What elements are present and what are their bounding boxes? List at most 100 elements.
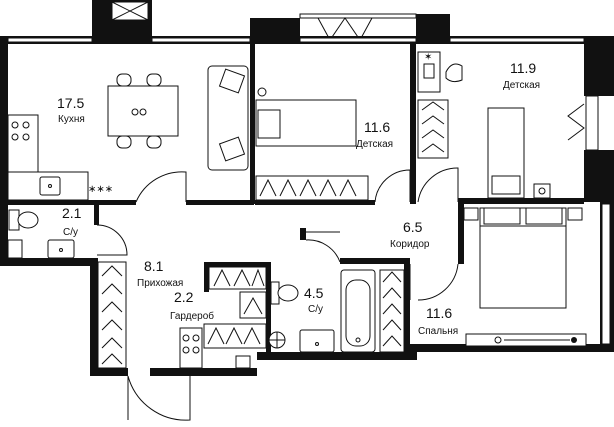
- star-icon: ✶: [424, 52, 432, 63]
- windows: [7, 1, 611, 345]
- window-icon: [601, 203, 611, 345]
- room-labels: 17.5 Кухня 11.6 Детская 11.9 Детская 2.1…: [57, 60, 540, 337]
- chair-icon: [116, 135, 132, 149]
- bed-icon: [487, 107, 525, 199]
- nightstand: [533, 183, 551, 199]
- wall-bath-top-stub: [300, 228, 306, 240]
- chair-icon: [445, 63, 463, 83]
- tv-stand: [465, 333, 587, 347]
- window-icon: [585, 95, 599, 151]
- room-name-kids2: Детская: [503, 80, 540, 91]
- door-swing-icon: [374, 169, 411, 203]
- wall-wc-right-upper: [94, 205, 99, 225]
- door-swing-icon: [417, 263, 459, 301]
- washing-machine-icon: [268, 331, 286, 349]
- wall-bottom-wardrobe: [150, 368, 257, 376]
- nightstand: [567, 207, 583, 221]
- hanger-icon: [259, 178, 357, 197]
- wall-kids1-kids2: [410, 44, 416, 204]
- wall-corridor-bedroom: [458, 204, 464, 264]
- wall-kids2-bottom: [458, 198, 584, 204]
- window-icon: [567, 103, 585, 141]
- door-swing-icon: [127, 375, 191, 421]
- room-name-bath: С/у: [308, 304, 323, 315]
- bath-wardrobe: [379, 269, 405, 353]
- wall-bath-left: [266, 262, 271, 358]
- wall-bottom-wc: [0, 258, 98, 266]
- toilet-icon: [270, 281, 299, 305]
- column-right-mid: [584, 150, 614, 202]
- wall-left-hallway: [90, 258, 98, 376]
- wall-kitchen-kids1: [250, 44, 255, 204]
- column-top-mid: [250, 18, 300, 44]
- hob-dots: ∗∗∗: [88, 184, 113, 195]
- door-swing-icon: [135, 171, 187, 203]
- door-swing-icon: [96, 224, 128, 256]
- room-area-wc-small: 2.1: [62, 205, 82, 221]
- wall-kitchen-bottom-left: [8, 200, 136, 205]
- window-icon: [299, 13, 417, 19]
- window-icon: [299, 37, 417, 43]
- wall-wardrobe-top: [204, 262, 266, 267]
- room-name-wc-small: С/у: [63, 227, 78, 238]
- kids-room-2-furniture: ✶: [417, 51, 551, 199]
- bed-icon: [479, 207, 567, 309]
- kitchen-furniture: ∗∗∗: [7, 65, 249, 201]
- shoe-rack: [179, 327, 203, 369]
- column-right-top: [584, 36, 614, 96]
- wall-wardrobe-left: [204, 262, 209, 292]
- column-top-right: [416, 14, 450, 44]
- doors: [96, 167, 459, 421]
- sink-icon: [299, 329, 335, 353]
- wardrobe-room-furniture: [179, 266, 267, 369]
- chair-icon: [146, 73, 162, 87]
- wall-bath-bedroom: [404, 258, 410, 352]
- hanger-icon: [382, 271, 402, 347]
- door-swing-icon: [305, 239, 341, 263]
- room-name-corridor: Коридор: [390, 239, 430, 250]
- bed-icon: [255, 99, 357, 147]
- hanger-icon: [213, 268, 265, 287]
- bedroom-furniture: [463, 207, 587, 347]
- boiler-icon: [7, 239, 23, 259]
- wall-bottom-hall-left: [98, 368, 128, 376]
- hanger-icon: [243, 296, 263, 315]
- sofa-icon: [207, 65, 249, 171]
- nightstand: [463, 207, 479, 221]
- ac-unit-icon: [257, 87, 267, 97]
- kids-room-1-furniture: [255, 87, 369, 201]
- room-area-kids2: 11.9: [510, 60, 536, 76]
- room-area-wardrobe: 2.2: [174, 289, 194, 305]
- toilet-icon: [8, 209, 39, 231]
- stove-icon: [11, 121, 30, 141]
- hanger-icon: [101, 265, 123, 365]
- room-name-hallway: Прихожая: [137, 278, 183, 289]
- switch-box: [235, 355, 251, 369]
- room-name-kitchen: Кухня: [58, 114, 85, 125]
- hallway-wardrobe: [97, 261, 127, 369]
- wall-left-upper: [0, 36, 8, 258]
- room-area-kids1: 11.6: [364, 119, 390, 135]
- sink-icon: [47, 239, 75, 259]
- sink-icon: [39, 176, 61, 196]
- room-name-wardrobe: Гардероб: [170, 310, 214, 322]
- door-swing-icon: [417, 167, 459, 203]
- room-area-bath: 4.5: [304, 285, 324, 301]
- small-wc-furniture: [7, 209, 75, 259]
- wall-bottom-bath: [257, 352, 417, 360]
- wall-kitchen-bottom-right: [186, 200, 254, 205]
- window-icon: [7, 37, 93, 43]
- room-area-corridor: 6.5: [403, 219, 423, 235]
- inner-walls: [8, 44, 584, 358]
- room-area-hallway: 8.1: [144, 258, 164, 274]
- wall-bath-top: [340, 258, 410, 264]
- room-area-bedroom: 11.6: [426, 305, 452, 321]
- hanger-icon: [207, 326, 261, 345]
- room-name-kids1: Детская: [356, 139, 393, 150]
- chair-icon: [116, 73, 132, 87]
- desk-icon: [423, 63, 435, 79]
- dining-table-icon: [107, 73, 179, 149]
- wardrobe-kids1: [255, 175, 369, 201]
- bathtub-icon: [340, 269, 376, 353]
